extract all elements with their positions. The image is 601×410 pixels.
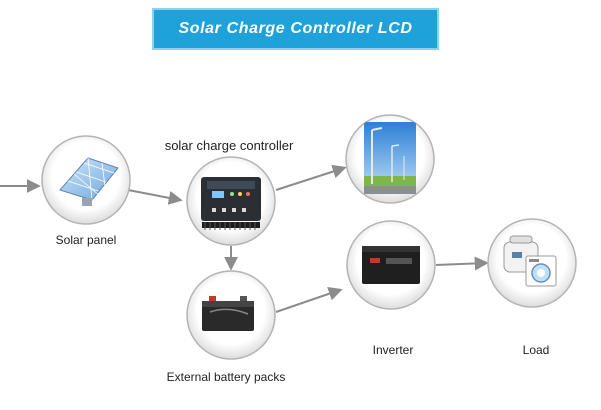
page-title: Solar Charge Controller LCD <box>178 20 413 37</box>
load-label: Load <box>522 343 550 357</box>
controller-label: solar charge controller <box>164 138 294 153</box>
node-battery <box>186 270 276 360</box>
controller-device-icon <box>201 177 261 230</box>
solar-panel-icon <box>59 157 119 206</box>
arrow-panel-to-controller <box>127 189 183 205</box>
inverter-label: Inverter <box>372 343 414 357</box>
node-street-light <box>345 114 435 204</box>
node-inverter <box>346 220 436 310</box>
battery-label: External battery packs <box>166 370 286 384</box>
street-light-icon <box>364 122 416 194</box>
solar-panel-label: Solar panel <box>55 233 117 247</box>
node-load <box>487 218 577 308</box>
appliance-icon <box>503 235 557 287</box>
inverter-icon <box>362 246 420 284</box>
connectors <box>0 164 489 313</box>
arrow-inverter-to-load <box>435 256 489 271</box>
arrow-controller-to-streetlight <box>275 164 347 191</box>
title-banner: Solar Charge Controller LCD <box>152 8 439 50</box>
node-solar-panel <box>41 135 131 225</box>
battery-icon <box>202 296 254 331</box>
arrow-battery-to-inverter <box>275 287 343 313</box>
node-controller <box>186 156 276 246</box>
